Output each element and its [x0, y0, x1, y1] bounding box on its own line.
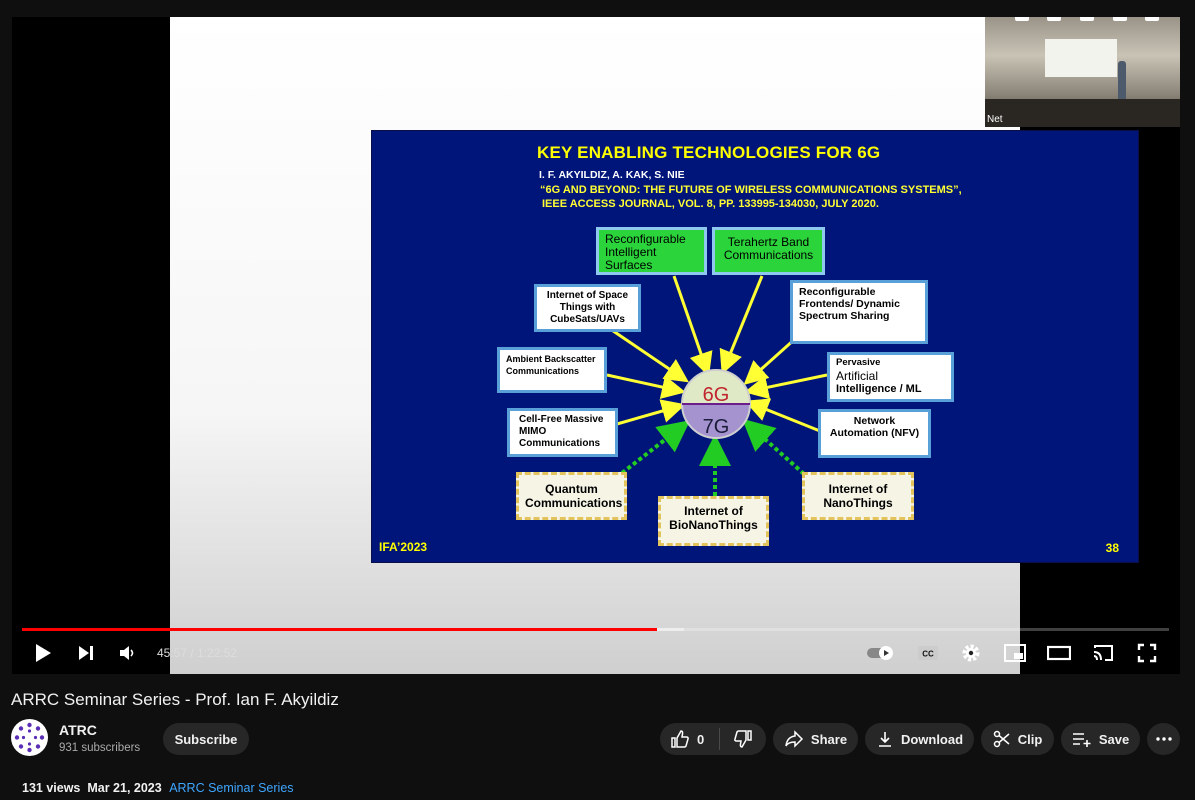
save-playlist-icon — [1072, 733, 1091, 747]
subscribe-button[interactable]: Subscribe — [163, 723, 249, 755]
next-button[interactable] — [74, 641, 98, 665]
dislike-button[interactable] — [733, 729, 753, 749]
settings-icon — [962, 644, 980, 662]
like-icon — [671, 730, 689, 748]
fullscreen-button[interactable] — [1135, 641, 1159, 665]
theater-mode-button[interactable] — [1047, 641, 1071, 665]
presentation-slide: KEY ENABLING TECHNOLOGIES FOR 6G I. F. A… — [371, 130, 1139, 563]
share-label: Share — [810, 731, 848, 747]
duration: 1:22:52 — [197, 646, 238, 660]
slide-authors: I. F. AKYILDIZ, A. KAK, S. NIE — [539, 169, 685, 181]
box-reconfigurable-intelligent-surfaces: Reconfigurable Intelligent Surfaces — [596, 227, 707, 275]
like-dislike-group: 0 — [660, 723, 766, 755]
more-actions-button[interactable] — [1147, 723, 1180, 755]
like-count: 0 — [697, 731, 705, 747]
current-time: 45:57 — [157, 646, 188, 660]
ai-line-3: Intelligence / ML — [836, 383, 922, 395]
box-internet-of-space-things: Internet of Space Things with CubeSats/U… — [534, 284, 641, 332]
label-6g: 6G — [703, 384, 730, 406]
box-quantum-communications: Quantum Communications — [516, 472, 627, 520]
upload-date: Mar 21, 2023 — [87, 781, 162, 795]
captions-icon: CC — [918, 646, 938, 660]
theater-icon — [1047, 645, 1071, 661]
miniplayer-button[interactable] — [1003, 641, 1027, 665]
time-display: 45:57 / 1:22:52 — [157, 646, 238, 660]
clip-label: Clip — [1017, 731, 1043, 747]
box-terahertz-band: Terahertz Band Communications — [712, 227, 825, 275]
svg-text:CC: CC — [922, 650, 934, 659]
volume-icon — [120, 646, 134, 660]
video-info-row: 131 views Mar 21, 2023 ARRC Seminar Seri… — [22, 781, 294, 795]
like-button[interactable]: 0 — [670, 729, 704, 749]
more-icon — [1155, 737, 1172, 741]
box-reconfigurable-frontends: Reconfigurable Frontends/ Dynamic Spectr… — [790, 280, 928, 344]
box-internet-of-bionanothings: Internet of BioNanoThings — [658, 496, 769, 546]
autoplay-toggle[interactable] — [866, 641, 896, 665]
box-cell-free-mimo: Cell-Free Massive MIMO Communications — [507, 408, 618, 457]
save-button[interactable]: Save — [1061, 723, 1140, 755]
video-frame: KEY ENABLING TECHNOLOGIES FOR 6G I. F. A… — [170, 17, 1139, 674]
slide-footer-left: IFA’2023 — [379, 540, 428, 554]
speaker-camera-inset: Net — [985, 17, 1180, 127]
progress-played — [22, 628, 658, 631]
share-icon — [785, 730, 803, 748]
slide-title: KEY ENABLING TECHNOLOGIES FOR 6G — [537, 143, 881, 162]
miniplayer-icon — [1004, 644, 1026, 662]
dislike-icon — [734, 730, 752, 748]
view-count: 131 views — [22, 781, 81, 795]
play-icon — [36, 644, 51, 662]
box-internet-of-nanothings: Internet of NanoThings — [802, 472, 914, 520]
green-arrows — [620, 418, 806, 496]
speaker-figure — [1118, 61, 1126, 101]
save-label: Save — [1098, 731, 1130, 747]
cast-button[interactable] — [1091, 641, 1115, 665]
hashtag-link[interactable]: ARRC Seminar Series — [169, 781, 294, 795]
subscriber-count: 931 subscribers — [59, 742, 141, 754]
fullscreen-icon — [1137, 643, 1157, 663]
video-title: ARRC Seminar Series - Prof. Ian F. Akyil… — [11, 690, 339, 709]
projector-screen — [1045, 39, 1117, 77]
camera-label: Net — [987, 114, 1003, 125]
next-icon — [79, 646, 93, 660]
label-7g: 7G — [703, 416, 730, 438]
clip-button[interactable]: Clip — [981, 723, 1054, 755]
slide-page-number: 38 — [1105, 541, 1119, 555]
channel-avatar[interactable] — [11, 719, 48, 756]
slide-arrows: 6G 7G — [593, 275, 828, 496]
clip-icon — [993, 730, 1010, 748]
settings-button[interactable] — [959, 641, 983, 665]
ai-line-1: Pervasive — [836, 357, 881, 368]
box-network-automation: Network Automation (NFV) — [818, 409, 931, 458]
share-button[interactable]: Share — [773, 723, 858, 755]
download-icon — [878, 732, 891, 747]
video-player[interactable]: KEY ENABLING TECHNOLOGIES FOR 6G I. F. A… — [12, 17, 1180, 674]
channel-name[interactable]: ATRC — [59, 722, 97, 738]
captions-button[interactable]: CC — [916, 641, 940, 665]
box-ambient-backscatter: Ambient Backscatter Communications — [497, 347, 607, 393]
slide-paper-title: “6G AND BEYOND: THE FUTURE OF WIRELESS C… — [540, 184, 962, 196]
cast-icon — [1093, 645, 1113, 661]
slide-journal: IEEE ACCESS JOURNAL, VOL. 8, PP. 133995-… — [542, 198, 879, 210]
download-button[interactable]: Download — [865, 723, 974, 755]
channel-logo-icon — [14, 722, 45, 753]
volume-button[interactable] — [115, 641, 139, 665]
center-6g-7g-node — [680, 369, 752, 439]
box-pervasive-ai: Pervasive Artificial Intelligence / ML — [827, 352, 954, 402]
autoplay-toggle-icon — [867, 646, 893, 660]
play-button[interactable] — [31, 641, 55, 665]
download-label: Download — [900, 731, 964, 747]
ai-line-2: Artificial — [836, 369, 879, 383]
progress-bar[interactable] — [22, 628, 1169, 631]
